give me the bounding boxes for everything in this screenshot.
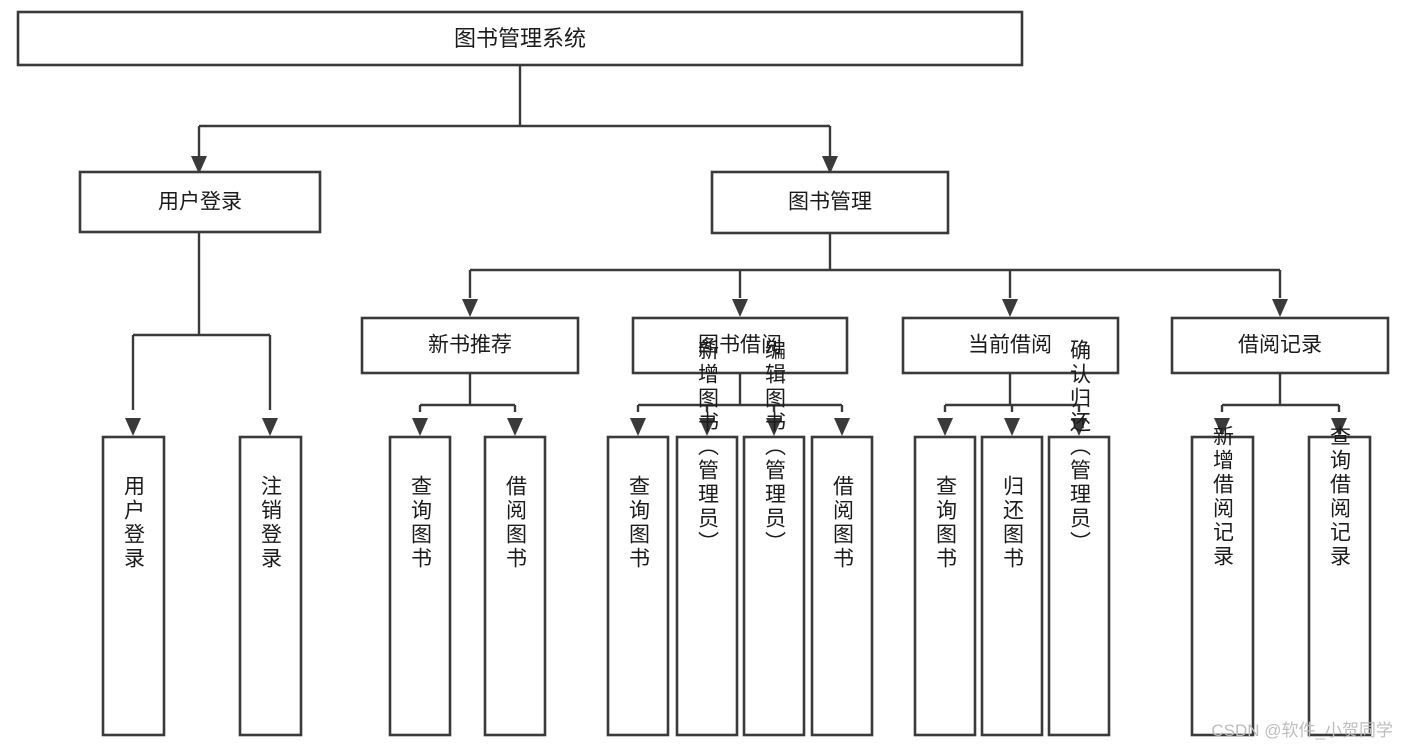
leaf-query-book-3-box[interactable] — [913, 435, 977, 737]
node-borrow-record[interactable]: 借阅记录 — [1170, 316, 1390, 375]
leaf-query-book-1[interactable]: 查询图书 — [388, 435, 452, 737]
leaf-add-record[interactable]: 新增借阅记录 — [1190, 425, 1255, 737]
arrow-to-current-borrow — [1002, 299, 1018, 317]
arrow-to-book-borrow — [732, 299, 748, 317]
node-root[interactable]: 图书管理系统 — [16, 10, 1024, 67]
leaf-edit-book[interactable]: 编辑图书（管理员） — [742, 339, 806, 737]
arrow-to-leaf-query-book-1 — [412, 418, 428, 436]
node-book-borrow[interactable]: 图书借阅 — [631, 316, 849, 375]
arrow-to-leaf-borrow-book-1 — [507, 418, 523, 436]
leaf-add-record-label: 新增借阅记录 — [1211, 425, 1235, 569]
node-borrow-record-box[interactable] — [1170, 316, 1390, 375]
node-root-label: 图书管理系统 — [454, 26, 586, 51]
node-current-borrow[interactable]: 当前借阅 — [901, 316, 1120, 375]
node-user-login-label: 用户登录 — [158, 191, 242, 214]
node-user-login[interactable]: 用户登录 — [78, 170, 322, 234]
arrow-to-new-book-recommend — [462, 299, 478, 317]
node-new-book-recommend-label: 新书推荐 — [428, 334, 512, 357]
node-book-manage[interactable]: 图书管理 — [710, 170, 950, 235]
arrow-to-borrow-record — [1272, 299, 1288, 317]
leaf-return-book-box[interactable] — [980, 435, 1044, 737]
node-current-borrow-box[interactable] — [901, 316, 1120, 375]
csdn-watermark: CSDN @软件_小贺同学 — [1211, 721, 1393, 740]
leaf-query-book-1-box[interactable] — [388, 435, 452, 737]
leaf-query-book-1-label: 查询图书 — [409, 475, 433, 571]
leaf-return-book[interactable]: 归还图书 — [980, 435, 1044, 737]
leaf-borrow-book-1-box[interactable] — [483, 435, 547, 737]
leaf-query-record-box[interactable] — [1307, 435, 1372, 737]
node-new-book-recommend-box[interactable] — [360, 316, 580, 375]
node-current-borrow-label: 当前借阅 — [968, 334, 1052, 357]
node-book-borrow-box[interactable] — [631, 316, 849, 375]
leaf-query-record[interactable]: 查询借阅记录 — [1307, 425, 1372, 737]
node-book-manage-label: 图书管理 — [788, 191, 872, 214]
leaf-edit-book-label: 编辑图书（管理员） — [763, 339, 787, 555]
leaf-add-book-label: 新增图书（管理员） — [696, 339, 720, 555]
node-user-login-box[interactable] — [78, 170, 322, 234]
leaf-logout[interactable]: 注销登录 — [238, 435, 303, 737]
leaf-borrow-book-2-label: 借阅图书 — [831, 475, 855, 571]
leaf-query-book-3-label: 查询图书 — [934, 475, 958, 571]
leaf-query-book-3[interactable]: 查询图书 — [913, 435, 977, 737]
leaf-borrow-book-2[interactable]: 借阅图书 — [810, 435, 874, 737]
leaf-logout-box[interactable] — [238, 435, 303, 737]
leaf-query-book-2-label: 查询图书 — [627, 475, 651, 571]
leaf-query-book-2-box[interactable] — [606, 435, 670, 737]
leaf-borrow-book-1[interactable]: 借阅图书 — [483, 435, 547, 737]
node-book-manage-box[interactable] — [710, 170, 950, 235]
leaf-add-book[interactable]: 新增图书（管理员） — [675, 339, 739, 737]
leaf-borrow-book-2-box[interactable] — [810, 435, 874, 737]
arrow-to-leaf-borrow-book-2 — [834, 418, 850, 436]
node-book-borrow-label: 图书借阅 — [698, 334, 782, 357]
node-borrow-record-label: 借阅记录 — [1238, 334, 1322, 357]
leaf-user-login[interactable]: 用户登录 — [101, 435, 166, 737]
leaf-query-record-label: 查询借阅记录 — [1328, 425, 1352, 569]
leaf-borrow-book-1-label: 借阅图书 — [504, 475, 528, 571]
leaf-add-book-box[interactable] — [675, 435, 739, 737]
arrow-to-leaf-return-book — [1004, 418, 1020, 436]
leaf-user-login-box[interactable] — [101, 435, 166, 737]
arrow-to-leaf-query-book-3 — [937, 418, 953, 436]
leaf-user-login-label: 用户登录 — [122, 475, 146, 571]
leaf-return-book-label: 归还图书 — [1001, 475, 1025, 571]
leaf-add-record-box[interactable] — [1190, 435, 1255, 737]
leaf-query-book-2[interactable]: 查询图书 — [606, 435, 670, 737]
leaf-confirm-return-label: 确认归还（管理员） — [1068, 339, 1092, 555]
leaf-logout-label: 注销登录 — [259, 475, 283, 571]
leaf-confirm-return-box[interactable] — [1047, 435, 1111, 737]
connectors — [125, 65, 1347, 436]
node-new-book-recommend[interactable]: 新书推荐 — [360, 316, 580, 375]
leaf-confirm-return[interactable]: 确认归还（管理员） — [1047, 339, 1111, 737]
arrow-to-leaf-logout — [262, 418, 278, 436]
arrow-to-leaf-user-login — [125, 418, 141, 436]
arrow-to-leaf-query-book-2 — [630, 418, 646, 436]
node-root-box[interactable] — [16, 10, 1024, 67]
leaf-edit-book-box[interactable] — [742, 435, 806, 737]
